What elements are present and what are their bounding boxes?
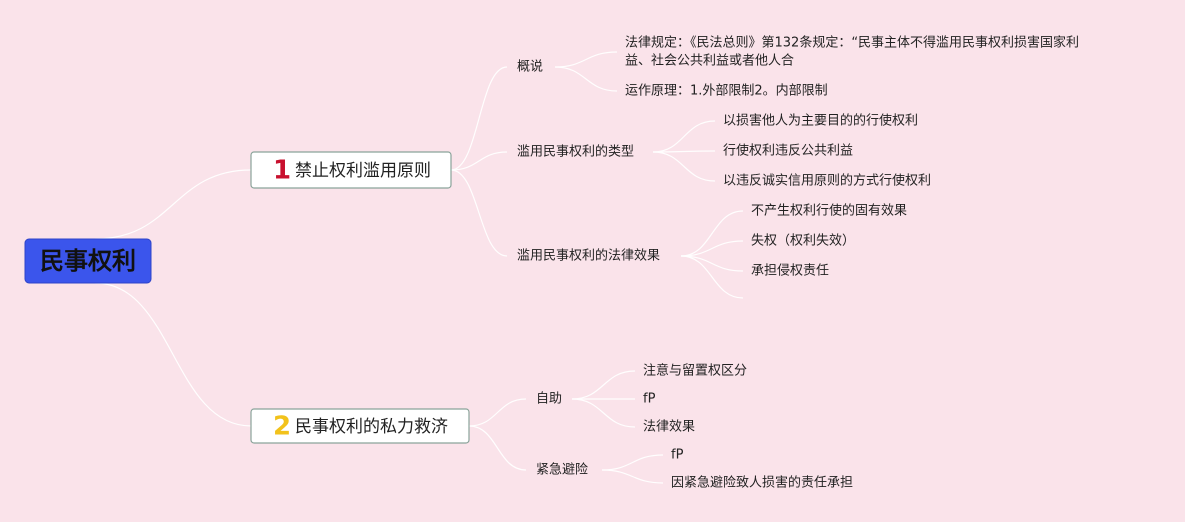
connector-root-branch-1: [94, 169, 252, 240]
subtopic-1-3: 滥用民事权利的法律效果: [517, 248, 660, 264]
connector-sub-leaf-2-1-1: [571, 370, 636, 400]
connector-sub-leaf-1-3-3: [680, 255, 744, 272]
branch-node-1[interactable]: [250, 151, 452, 189]
branch-label-1: 禁止权利滥用原则: [295, 161, 431, 181]
leaf-2-2-2-line-1: 因紧急避险致人损害的责任承担: [671, 475, 853, 491]
leaf-1-1-1-line-2: 益、社会公共利益或者他人合: [625, 53, 794, 69]
connector-sub-leaf-2-2-1: [601, 454, 664, 471]
connector-sub-leaf-1-2-1: [652, 120, 716, 153]
leaf-1-1-2-line-1: 运作原理：1.外部限制2。内部限制: [625, 83, 828, 99]
connector-branch-sub-1-2: [450, 151, 508, 171]
connector-branch-sub-2-1: [468, 398, 527, 427]
branch-number-1: 1: [273, 156, 291, 186]
leaf-2-1-2-line-1: fP: [643, 392, 656, 407]
root-node-label: 民事权利: [40, 247, 136, 275]
leaf-1-3-1-line-1: 不产生权利行使的固有效果: [751, 203, 907, 219]
subtopic-2-1: 自助: [536, 392, 562, 407]
leaf-1-2-3-line-1: 以违反诚实信用原则的方式行使权利: [723, 173, 931, 189]
connector-branch-sub-2-2: [468, 425, 527, 471]
connector-sub-leaf-1-2-3: [652, 151, 716, 182]
branch-node-2[interactable]: [250, 408, 470, 444]
root-node[interactable]: [24, 238, 152, 284]
connector-sub-leaf-2-1-3: [571, 398, 636, 428]
subtopic-1-2: 滥用民事权利的类型: [517, 144, 634, 160]
connector-sub-leaf-1-1-1: [554, 51, 618, 68]
connector-sub-leaf-1-3-4: [680, 255, 744, 299]
connector-branch-sub-1-3: [450, 169, 508, 257]
connector-root-branch-2: [94, 282, 252, 427]
subtopic-2-2: 紧急避险: [536, 463, 588, 478]
leaf-2-2-1-line-1: fP: [671, 448, 684, 463]
leaf-1-3-3-line-1: 承担侵权责任: [751, 263, 829, 279]
leaf-2-1-1-line-1: 注意与留置权区分: [643, 363, 747, 379]
connector-sub-leaf-2-2-2: [601, 469, 664, 484]
leaf-1-2-1-line-1: 以损害他人为主要目的的行使权利: [723, 113, 918, 129]
subtopic-1-1: 概说: [517, 60, 543, 75]
leaf-2-1-3-line-1: 法律效果: [643, 420, 695, 435]
connector-sub-leaf-1-3-1: [680, 210, 744, 257]
connector-branch-sub-1-1: [450, 66, 508, 171]
leaf-1-1-1-line-1: 法律规定：《民法总则》第132条规定：“民事主体不得滥用民事权利损害国家利: [625, 35, 1079, 51]
leaf-1-2-2-line-1: 行使权利违反公共利益: [723, 143, 853, 159]
branch-number-2: 2: [273, 412, 291, 442]
leaf-1-3-2-line-1: 失权（权利失效）: [751, 233, 855, 249]
connector-sub-leaf-1-3-2: [680, 240, 744, 257]
branch-label-2: 民事权利的私力救济: [295, 417, 448, 437]
connector-lines: [94, 51, 744, 484]
connector-sub-leaf-1-1-2: [554, 66, 618, 92]
